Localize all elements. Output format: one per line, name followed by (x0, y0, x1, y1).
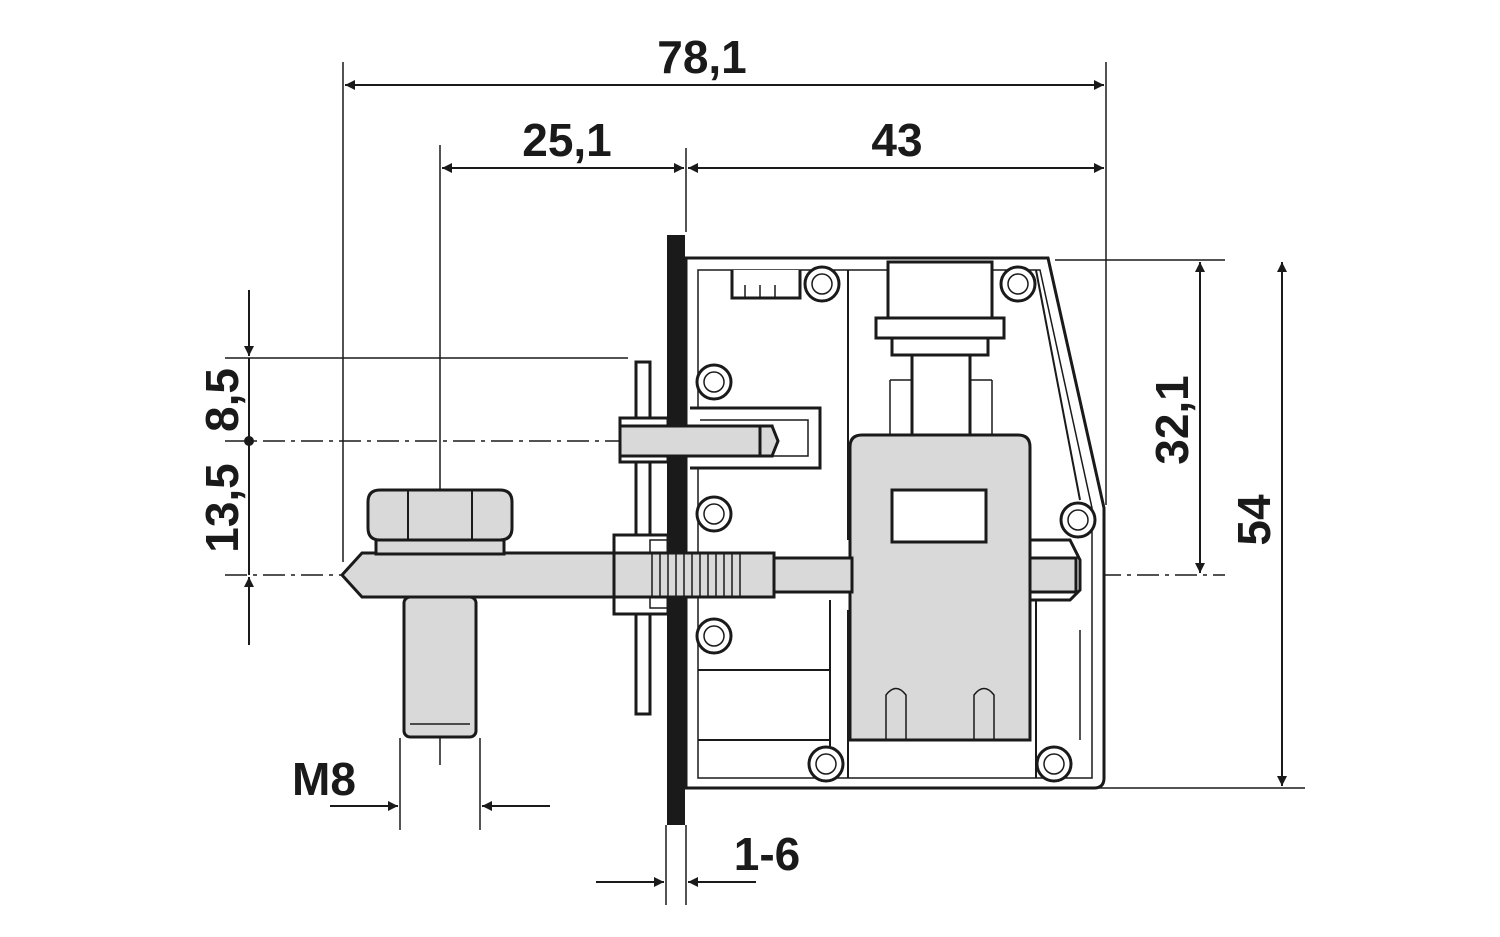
label-upper-offset: 8,5 (196, 368, 248, 432)
hex-bolt (366, 488, 514, 739)
label-overall-width: 78,1 (657, 31, 747, 83)
label-lower-offset: 13,5 (196, 463, 248, 553)
label-inner-height: 32,1 (1146, 375, 1198, 465)
label-thread: M8 (292, 753, 356, 805)
shaft (339, 424, 1082, 602)
lock-mechanism (848, 260, 1032, 742)
dimension-labels: 78,1 25,1 43 8,5 13,5 32,1 54 M8 1-6 (196, 31, 1280, 880)
label-housing-width: 43 (871, 114, 922, 166)
dimension-lines (244, 80, 1287, 887)
label-bolt-offset: 25,1 (522, 114, 612, 166)
label-panel-thickness: 1-6 (734, 828, 800, 880)
mounting-flange (612, 360, 671, 716)
label-total-height: 54 (1228, 494, 1280, 546)
screw-holes (695, 265, 1097, 783)
panel (667, 235, 685, 825)
